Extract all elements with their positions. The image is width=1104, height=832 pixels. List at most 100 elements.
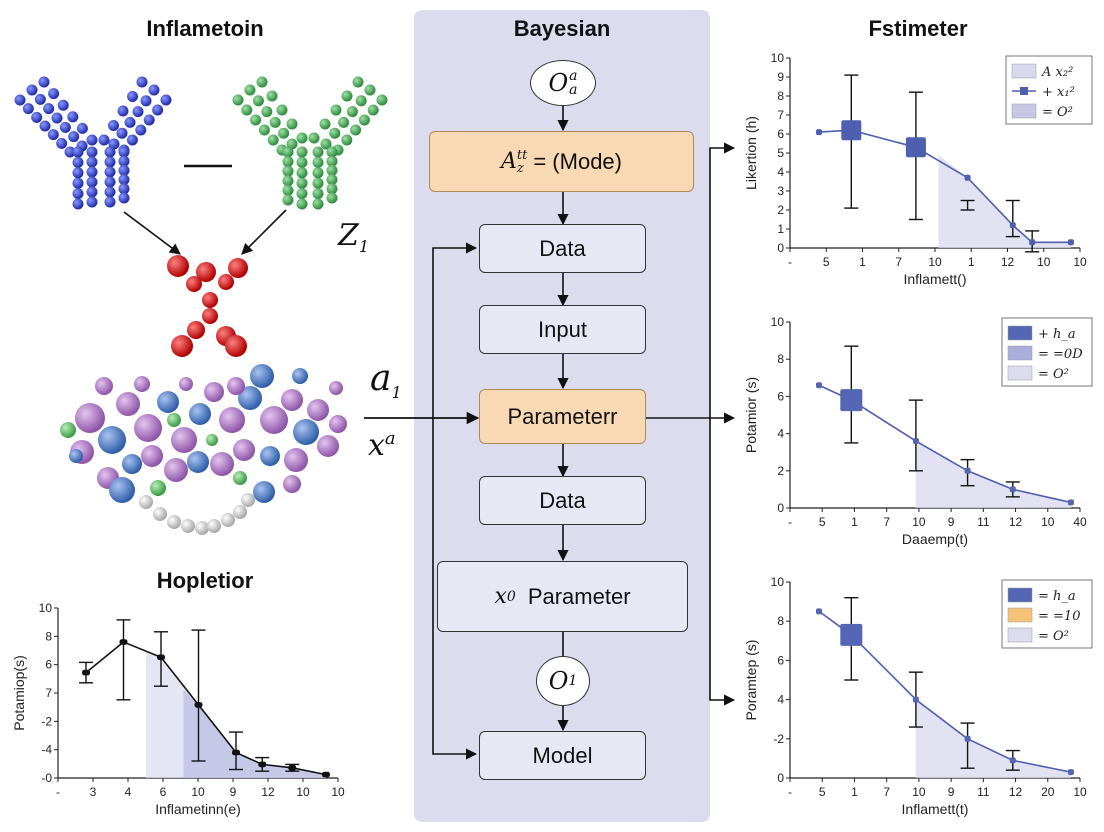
data-box-1[interactable]: Data [479,224,646,273]
green-atom [330,104,342,116]
input-box[interactable]: Input [479,305,646,354]
x-tick-label: - [788,515,792,529]
data-point [841,120,862,141]
y-tick-label: 6 [777,389,784,403]
gray-atom [233,505,247,519]
green-atom [296,188,308,200]
legend-swatch [1007,627,1033,643]
data-point [1067,239,1074,246]
y-tick-label: -0 [41,771,52,785]
y-axis-label: Potamior (s) [743,377,759,453]
blue-atom [72,198,84,210]
y-tick-label: 4 [777,427,784,441]
blue-atom [31,111,43,123]
cluster-atom [134,376,150,392]
data-point [816,129,822,136]
green-atom [296,167,308,179]
legend-label: = h_a [1038,589,1076,604]
x-tick-label: 4 [125,785,132,799]
x-tick-label: 3 [90,785,97,799]
gray-atom [207,519,221,533]
green-atom [282,175,294,187]
blue-atom [86,196,98,208]
red-atom [186,276,202,292]
arrow-blue-to-red [123,211,181,255]
red-atom [218,274,234,290]
blue-atom [118,183,130,195]
blue-atom [56,137,68,149]
green-atom [326,155,338,167]
cluster-atom [233,471,247,485]
x-tick-label: 1 [851,515,858,529]
cluster-atom [75,403,105,433]
cluster-atom [233,439,255,461]
x-axis-label: Inflamett() [903,271,966,287]
model-box[interactable]: Model [479,731,646,780]
green-atom [376,94,388,106]
blue-atom [136,76,148,88]
data-point [816,382,822,389]
parameter-box[interactable]: Parameterr [479,389,646,444]
cluster-atom [134,414,162,442]
red-molecule [167,255,248,357]
blue-atom [104,186,116,198]
y-tick-label: -2 [41,714,52,728]
x-tick-label: 9 [948,785,955,799]
shaded-area [915,441,1071,508]
cluster-atom [141,445,163,467]
x-tick-label: 12 [1009,515,1023,529]
x-tick-label: 12 [1001,255,1015,269]
legend-swatch [1007,325,1033,341]
blue-atom [38,76,50,88]
blue-atom [22,103,34,115]
green-atom [252,95,264,107]
red-atom [171,335,193,357]
legend: = h_a= =10= O² [1001,579,1093,649]
green-atom [355,95,367,107]
green-atom [296,146,308,158]
legend: A x₂²+ x₁²= O² [1005,55,1093,125]
data-point [816,608,822,615]
red-atom [187,321,205,339]
green-atom [296,177,308,189]
green-atom [258,124,270,136]
cluster-atom [250,364,274,388]
shaded-area-dark [183,689,326,778]
title-inflametoin: Inflametoin [146,16,264,41]
cluster-atom [210,452,234,476]
blue-atom [48,88,60,100]
y-tick-label: 8 [777,89,784,103]
y-tick-label: 7 [45,686,52,700]
green-antibody-molecule [232,76,388,210]
cluster-atom [204,382,224,402]
blue-atom [118,164,130,176]
y-tick-label: 10 [39,601,53,615]
x-tick-label: 10 [1041,515,1055,529]
cluster-atom [167,413,181,427]
shaded-area [938,154,1071,248]
gray-atom [241,493,255,507]
blue-atom [104,196,116,208]
blue-atom [104,176,116,188]
x-tick-label: 5 [819,515,826,529]
x-tick-label: 10 [1073,255,1087,269]
green-atom [312,156,324,168]
green-atom [282,156,294,168]
title-hopletior: Hopletior [156,568,254,593]
cluster-atom [109,477,135,503]
x-tick-label: 7 [883,785,890,799]
y-tick-label: 6 [45,658,52,672]
x-tick-label: 20 [1041,785,1055,799]
green-atom [326,192,338,204]
gray-atom [153,507,167,521]
data-box-2[interactable]: Data [479,476,646,525]
green-atom [278,127,290,139]
